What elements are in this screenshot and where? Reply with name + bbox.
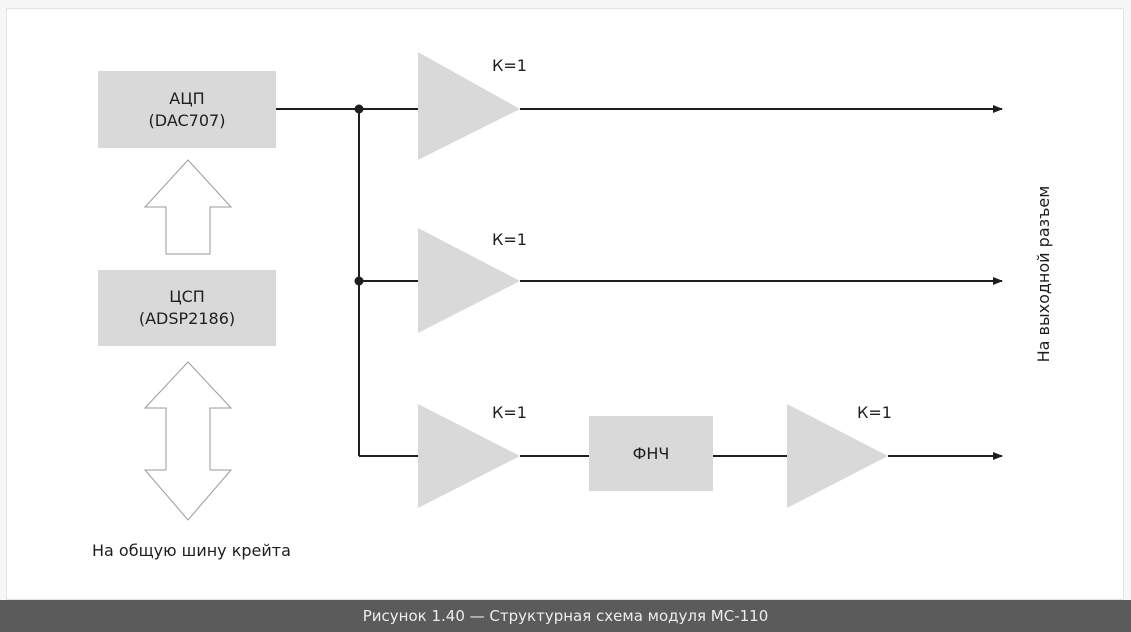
- bus-double-arrow: [143, 361, 233, 521]
- figure-caption-bar: Рисунок 1.40 — Структурная схема модуля …: [0, 600, 1131, 632]
- data-flow-up-arrow: [143, 159, 233, 255]
- lpf-block-label: ФНЧ: [589, 416, 713, 491]
- dsp-chip: (ADSP2186): [138, 309, 236, 328]
- amplifier-4-gain: К=1: [857, 403, 892, 422]
- bus-label: На общую шину крейта: [92, 541, 291, 560]
- adc-block: [98, 71, 276, 148]
- dsp-name: ЦСП: [169, 287, 205, 306]
- adc-chip: (DAC707): [148, 110, 226, 130]
- lpf-name: ФНЧ: [632, 443, 670, 463]
- amplifier-3-gain: К=1: [492, 403, 527, 422]
- amplifier-1-gain: К=1: [492, 56, 527, 75]
- amplifier-1-triangle: [418, 52, 520, 160]
- adc-block-label: АЦП (DAC707): [98, 71, 276, 148]
- figure-caption: Рисунок 1.40 — Структурная схема модуля …: [362, 607, 769, 625]
- amplifier-4-triangle: [787, 404, 888, 508]
- adc-name: АЦП: [169, 88, 205, 108]
- output-connector-label: На выходной разъем: [1034, 185, 1053, 363]
- lpf-block: [589, 416, 713, 491]
- junction-dot-middle: [354, 276, 364, 286]
- amplifier-3-triangle: [418, 404, 520, 508]
- dsp-block-label: ЦСП (ADSP2186): [98, 270, 276, 346]
- amplifier-2-triangle: [418, 228, 520, 333]
- dsp-block: [98, 270, 276, 346]
- diagram-canvas: [98, 52, 1003, 521]
- junction-dot-top: [354, 104, 364, 114]
- amplifier-2-gain: К=1: [492, 230, 527, 249]
